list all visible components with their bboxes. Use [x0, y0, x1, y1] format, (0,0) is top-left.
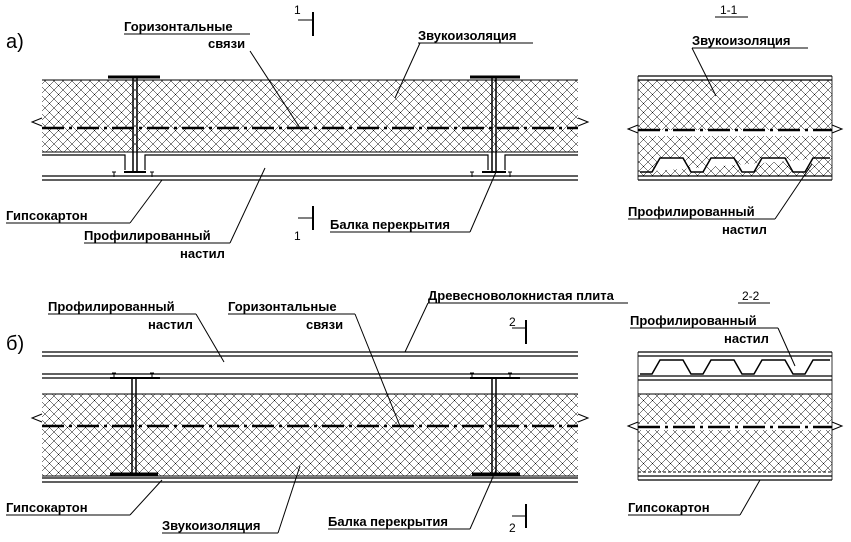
label-floor-beam-a: Балка перекрытия — [330, 217, 450, 232]
section-mark-2-bottom: 2 — [509, 521, 516, 535]
profiled-deck — [42, 154, 578, 170]
sound-insulation-layer — [42, 80, 578, 152]
label-floor-beam-b: Балка перекрытия — [328, 514, 448, 529]
section-2-2-title: 2-2 — [742, 289, 760, 303]
section-mark-1-top: 1 — [294, 3, 301, 17]
sound-insulation-layer-b — [42, 394, 578, 476]
label-gypsum-section-b: Гипсокартон — [628, 500, 710, 515]
label-gypsum-b: Гипсокартон — [6, 500, 88, 515]
section-1-1-title: 1-1 — [720, 3, 738, 17]
label-gypsum-a: Гипсокартон — [6, 208, 88, 223]
label-horizontal-ties-b-2: связи — [306, 317, 343, 332]
variant-b: б) — [6, 288, 844, 535]
label-profiled-deck-a-1: Профилированный — [84, 228, 211, 243]
section-mark-1-bottom: 1 — [294, 229, 301, 243]
section-mark-2-top: 2 — [509, 315, 516, 329]
label-sound-insulation-b: Звукоизоляция — [162, 518, 260, 533]
section-1-1 — [626, 75, 844, 181]
label-profiled-deck-section-b-2: настил — [724, 331, 769, 346]
section-mark-1 — [298, 12, 314, 230]
label-sound-insulation-section-a: Звукоизоляция — [692, 33, 790, 48]
label-fiberboard-b: Древесноволокнистая плита — [428, 288, 615, 303]
label-horizontal-ties-b-1: Горизонтальные — [228, 299, 337, 314]
variant-a: а) — [6, 3, 844, 261]
label-horizontal-ties-a-2: связи — [208, 36, 245, 51]
variant-b-elevation — [30, 351, 590, 483]
section-mark-2 — [512, 320, 527, 528]
label-horizontal-ties-a-1: Горизонтальные — [124, 19, 233, 34]
variant-a-elevation — [30, 75, 590, 181]
floor-beam-right — [470, 75, 520, 173]
label-profiled-deck-a-2: настил — [180, 246, 225, 261]
label-profiled-deck-section-b-1: Профилированный — [630, 313, 757, 328]
label-sound-insulation-a: Звукоизоляция — [418, 28, 516, 43]
variant-a-marker: а) — [6, 31, 24, 53]
label-profiled-deck-section-a-2: настил — [722, 222, 767, 237]
floor-beam-right-b — [470, 377, 520, 476]
variant-b-marker: б) — [6, 333, 24, 355]
label-profiled-deck-b-1: Профилированный — [48, 299, 175, 314]
label-profiled-deck-section-a-1: Профилированный — [628, 204, 755, 219]
section-profiled-deck — [640, 157, 830, 173]
label-profiled-deck-b-2: настил — [148, 317, 193, 332]
section-profiled-deck-b — [640, 359, 830, 375]
floor-beam-left — [108, 75, 160, 173]
section-2-2 — [626, 351, 844, 481]
